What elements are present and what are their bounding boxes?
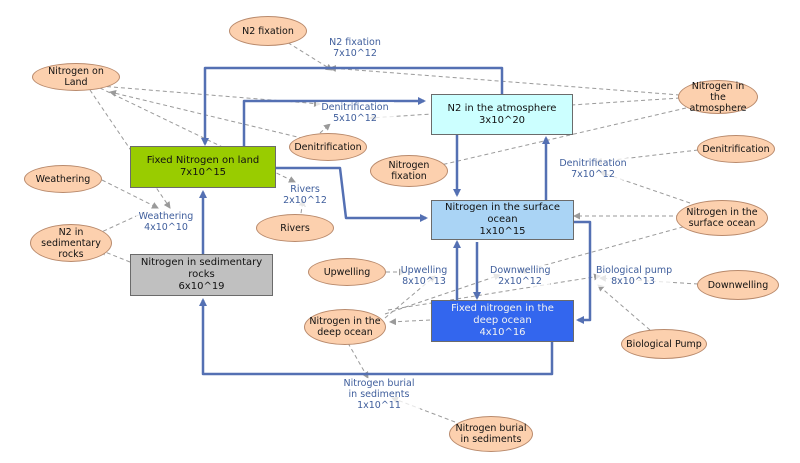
stock-nitrogen-surface-ocean-name: Nitrogen in the surface ocean: [444, 202, 561, 225]
var-downwelling[interactable]: Downwelling: [697, 270, 779, 300]
flow-denitrification-ocean-name: Denitrification: [559, 158, 627, 169]
stock-fixed-nitrogen-deep-ocean-value: 4x10^16: [479, 327, 526, 338]
link-deep-var-to-downwelling: [384, 273, 501, 315]
var-nitrogen-surface-ocean-label: Nitrogen in the surface ocean: [686, 207, 758, 229]
flow-biological-pump-value: 8x10^13: [611, 276, 655, 287]
var-nitrogen-on-land[interactable]: Nitrogen on Land: [32, 63, 120, 91]
link-surface-var-to-downwelling: [519, 224, 691, 274]
link-atm-to-n2fix: [329, 64, 681, 96]
flow-rivers-name: Rivers: [290, 184, 320, 195]
var-biological-pump[interactable]: Biological Pump: [621, 329, 707, 359]
var-weathering-label: Weathering: [35, 173, 91, 185]
flow-label-denitrification-land: Denitrification 5x10^12: [316, 102, 394, 124]
flow-label-n2-fixation: N2 fixation 7x10^12: [318, 37, 392, 59]
link-n2sed-from-rocks: [99, 248, 131, 263]
flow-biological-pump-name: Biological pump: [596, 265, 673, 276]
link-land-to-rivers-flow: [99, 87, 296, 183]
stock-fixed-nitrogen-deep-ocean-name: Fixed nitrogen in the deep ocean: [451, 303, 554, 326]
var-upwelling[interactable]: Upwelling: [308, 258, 386, 286]
flow-rivers-value: 2x10^12: [283, 195, 327, 206]
flow-n2-fixation-name: N2 fixation: [329, 37, 381, 48]
stock-n2-atmosphere-value: 3x10^20: [478, 114, 526, 126]
var-nitrogen-on-land-label: Nitrogen on Land: [48, 66, 104, 88]
var-nitrogen-burial-sediments[interactable]: Nitrogen burial in sediments: [449, 416, 533, 452]
var-nitrogen-in-atmosphere[interactable]: Nitrogen in the atmosphere: [678, 80, 758, 114]
stock-nitrogen-surface-ocean[interactable]: Nitrogen in the surface ocean 1x10^15: [431, 200, 574, 240]
var-nitrogen-deep-ocean-label: Nitrogen in the deep ocean: [309, 316, 381, 338]
flow-burial-value: 1x10^11: [357, 400, 401, 411]
var-denitrification-left-label: Denitrification: [294, 141, 362, 153]
var-nitrogen-surface-ocean[interactable]: Nitrogen in the surface ocean: [676, 200, 768, 236]
var-nitrogen-burial-sediments-label: Nitrogen burial in sediments: [455, 423, 527, 445]
flow-label-burial: Nitrogen burial in sediments 1x10^11: [338, 378, 420, 411]
var-biological-pump-label: Biological Pump: [626, 338, 702, 350]
flow-downwelling-value: 2x10^12: [498, 276, 542, 287]
stock-n2-atmosphere-name: N2 in the atmosphere: [447, 102, 557, 114]
flow-upwelling-value: 8x10^13: [402, 276, 446, 287]
stock-nitrogen-sedimentary-rocks-value: 6x10^19: [178, 281, 225, 292]
stock-fixed-nitrogen-land[interactable]: Fixed Nitrogen on land 7x10^15: [130, 146, 276, 188]
stock-n2-atmosphere[interactable]: N2 in the atmosphere 3x10^20: [431, 94, 573, 135]
flow-burial-name-line2: in sediments: [348, 389, 410, 400]
stock-nitrogen-sedimentary-rocks-name: Nitrogen in sedimentary rocks: [140, 257, 263, 280]
stock-fixed-nitrogen-land-name: Fixed Nitrogen on land: [146, 155, 260, 166]
flow-burial-name-line1: Nitrogen burial: [343, 378, 415, 389]
var-n2-fixation[interactable]: N2 fixation: [229, 16, 307, 46]
flow-denitrification-ocean-value: 7x10^12: [571, 169, 615, 180]
var-denitrification-right-label: Denitrification: [702, 143, 770, 155]
var-nitrogen-deep-ocean[interactable]: Nitrogen in the deep ocean: [304, 309, 386, 345]
var-rivers[interactable]: Rivers: [256, 214, 334, 242]
flow-label-rivers: Rivers 2x10^12: [280, 184, 330, 206]
stock-fixed-nitrogen-deep-ocean[interactable]: Fixed nitrogen in the deep ocean 4x10^16: [431, 300, 574, 342]
var-rivers-label: Rivers: [280, 222, 310, 234]
var-nitrogen-fixation[interactable]: Nitrogen fixation: [370, 155, 448, 187]
flow-label-denitrification-ocean: Denitrification 7x10^12: [556, 158, 630, 180]
pipe-rivers: [276, 166, 428, 222]
link-deep-var-to-bio: [387, 273, 601, 311]
var-n2-sedimentary-rocks[interactable]: N2 in sedimentary rocks: [30, 224, 112, 262]
var-downwelling-label: Downwelling: [707, 279, 769, 291]
var-nitrogen-in-atmosphere-label: Nitrogen in the atmosphere: [689, 80, 747, 114]
pipe-n2-fixation: [201, 66, 504, 146]
flow-label-downwelling: Downwelling 2x10^12: [490, 265, 551, 287]
link-denit-var-to-flow: [319, 123, 331, 134]
var-upwelling-label: Upwelling: [323, 266, 371, 278]
stock-fixed-nitrogen-land-value: 7x10^15: [179, 167, 227, 178]
var-weathering[interactable]: Weathering: [24, 165, 102, 193]
link-bio-var-to-flow: [597, 284, 651, 331]
link-n2fix-to-flow: [281, 38, 333, 71]
link-atm-to-nitrogen-fixation: [427, 107, 687, 171]
var-nitrogen-fixation-label: Nitrogen fixation: [388, 160, 430, 182]
var-denitrification-right[interactable]: Denitrification: [697, 135, 775, 163]
link-denit-var-to-land: [109, 89, 311, 141]
flow-weathering-name: Weathering: [138, 211, 194, 222]
stock-nitrogen-surface-ocean-value: 1x10^15: [479, 226, 526, 237]
flow-denitrification-land-name: Denitrification: [321, 102, 389, 113]
flow-upwelling-name: Upwelling: [400, 265, 448, 276]
flow-downwelling-name: Downwelling: [490, 265, 551, 276]
flow-n2-fixation-value: 7x10^12: [333, 48, 377, 59]
flow-weathering-value: 4x10^10: [144, 222, 188, 233]
link-deepbox-to-deep-var: [389, 318, 431, 326]
flow-label-biological-pump: Biological pump 8x10^13: [596, 265, 673, 287]
var-n2-fixation-label: N2 fixation: [242, 25, 294, 37]
flow-denitrification-land-value: 5x10^12: [333, 113, 377, 124]
stock-nitrogen-sedimentary-rocks[interactable]: Nitrogen in sedimentary rocks 6x10^19: [130, 254, 273, 296]
var-n2-sedimentary-rocks-label: N2 in sedimentary rocks: [41, 226, 101, 260]
flow-label-upwelling: Upwelling 8x10^13: [400, 265, 448, 287]
pipe-biological-pump: [574, 220, 592, 324]
var-denitrification-left[interactable]: Denitrification: [289, 133, 367, 161]
pipe-denitrification-land: [242, 97, 426, 146]
flow-label-weathering: Weathering 4x10^10: [136, 211, 196, 233]
pipe-burial: [199, 298, 554, 376]
link-weathering-var-to-flow: [101, 179, 159, 209]
